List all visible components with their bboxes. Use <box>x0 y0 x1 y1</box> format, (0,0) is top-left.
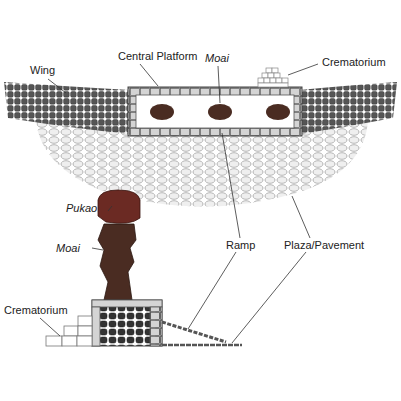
leader-line <box>40 64 318 343</box>
moai-statue <box>98 224 136 300</box>
wing <box>4 82 130 134</box>
part-label: Moai <box>205 52 229 65</box>
part-label: Ramp <box>226 239 255 252</box>
part-label: Crematorium <box>322 56 386 69</box>
crematorium-plan <box>258 68 288 87</box>
crematorium-elevation <box>46 316 92 346</box>
part-label: Pukao <box>66 202 97 215</box>
part-label: Wing <box>30 64 55 77</box>
moai-plan <box>266 104 290 120</box>
part-label: Moai <box>56 242 80 255</box>
part-label: Crematorium <box>4 304 68 317</box>
ramp <box>162 322 226 342</box>
central-platform <box>128 87 302 136</box>
moai-plan <box>208 104 232 120</box>
part-label: Central Platform <box>118 50 197 63</box>
pukao <box>98 190 140 223</box>
part-label: Plaza/Pavement <box>284 239 364 252</box>
platform-interior <box>136 95 294 128</box>
moai-plan <box>150 104 174 120</box>
pavement <box>162 344 242 347</box>
platform-elevation <box>92 300 162 346</box>
wing <box>300 82 397 134</box>
